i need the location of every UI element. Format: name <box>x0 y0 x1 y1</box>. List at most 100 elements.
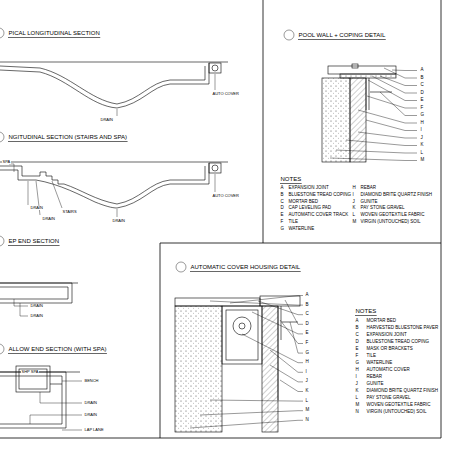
title-underline <box>8 245 60 246</box>
note-letter: G <box>280 227 285 232</box>
leader-line <box>252 312 303 334</box>
leader-line <box>384 68 417 78</box>
pool-shell <box>0 372 66 428</box>
cover-housing <box>226 310 258 360</box>
view-title: PICAL LONGITUDINAL SECTION <box>8 30 100 36</box>
callout-letter: D <box>420 91 424 96</box>
cover-roll <box>212 65 218 71</box>
title-marker <box>0 132 4 142</box>
bench-line <box>50 384 62 385</box>
callout-letter: L <box>305 399 309 404</box>
note-text: EXPANSION JOINT <box>366 333 407 338</box>
callout-letter: H <box>420 121 424 126</box>
leader-line <box>346 140 417 146</box>
note-text: MORTAR BED <box>288 200 319 205</box>
note-text: VIRGIN (UNTOUCHED) SOIL <box>360 220 421 225</box>
cover-roll <box>233 317 251 335</box>
note-text: AUTOMATIC COVER <box>366 368 410 373</box>
leader-line <box>367 96 417 108</box>
note-letter: I <box>352 193 354 198</box>
leader-line <box>117 109 118 116</box>
note-text: MORTAR BED <box>366 319 397 324</box>
pool-shell <box>0 287 68 299</box>
title-underline <box>8 141 128 142</box>
callout-letter: M <box>305 408 310 413</box>
leader-line <box>117 209 118 217</box>
leader-line <box>215 174 216 192</box>
part-label: AUTO COVER <box>212 194 239 198</box>
part-label: AUTO COVER <box>212 92 239 96</box>
part-label: DRAIN <box>84 401 97 405</box>
leader-line <box>14 299 28 306</box>
gunite-wall <box>262 306 278 432</box>
note-text: WATERLINE <box>288 227 315 232</box>
panel-divider <box>160 243 441 244</box>
note-text: REBAR <box>366 375 383 380</box>
callout-letter: I <box>420 128 422 133</box>
pool-shell <box>0 283 72 303</box>
part-label: DRAIN <box>84 413 97 417</box>
title-marker <box>0 28 4 38</box>
leader-line <box>270 365 303 382</box>
view-title: ALLOW END SECTION (WITH SPA) <box>8 346 107 352</box>
leader-line <box>62 381 82 382</box>
leader-line <box>290 322 303 353</box>
note-letter: L <box>355 396 359 401</box>
leader-line <box>40 392 82 403</box>
note-letter: A <box>280 186 284 191</box>
leader-line <box>28 181 29 205</box>
note-letter: K <box>352 206 356 211</box>
notes-heading: NOTES <box>280 176 302 182</box>
callout-letter: D <box>305 322 309 327</box>
leader-line <box>280 380 303 392</box>
note-letter: F <box>355 354 359 359</box>
callout-letter: K <box>420 143 424 148</box>
panel-divider <box>263 0 264 243</box>
note-letter: F <box>280 220 284 225</box>
leader-line <box>230 296 303 304</box>
title-underline <box>8 353 107 354</box>
note-letter: J <box>355 382 358 387</box>
leader-line <box>372 76 417 93</box>
view-title: AUTOMATIC COVER HOUSING DETAIL <box>190 264 301 270</box>
note-letter: C <box>280 200 284 205</box>
pool-shell <box>0 163 209 208</box>
leader-line <box>392 70 417 72</box>
cover-housing <box>209 163 221 173</box>
pool-shell <box>0 376 62 424</box>
leader-line <box>52 181 62 208</box>
callout-letter: B <box>305 303 309 308</box>
leader-line <box>190 420 303 428</box>
notes-heading: NOTES <box>355 308 377 314</box>
soil-fill <box>322 78 350 162</box>
callout-letter: K <box>305 389 309 394</box>
note-text: TILE <box>366 354 377 359</box>
note-letter: D <box>280 206 284 211</box>
note-text: WOVEN GEOTEXTILE FABRIC <box>360 213 425 218</box>
callout-letter: E <box>420 98 424 103</box>
note-letter: H <box>355 368 359 373</box>
note-text: EXPANSION JOINT <box>288 186 329 191</box>
note-text: TILE <box>288 220 299 225</box>
leader-line <box>210 400 303 401</box>
note-letter: M <box>355 403 360 408</box>
leader-line <box>285 300 303 324</box>
sheet-border <box>441 0 442 438</box>
callout-letter: A <box>420 68 424 73</box>
note-text: REBAR <box>360 186 377 191</box>
leader-line <box>280 320 303 344</box>
pool-shell <box>0 63 209 108</box>
title-marker <box>284 30 294 40</box>
title-underline <box>8 37 100 38</box>
deck-line <box>0 62 228 63</box>
leader-line <box>330 158 417 161</box>
spa-wall <box>16 366 50 392</box>
part-label: BENCH <box>84 379 99 383</box>
callout-letter: N <box>305 418 309 423</box>
title-marker <box>0 344 4 354</box>
leader-line <box>336 150 417 153</box>
callout-letter: C <box>420 83 424 88</box>
note-text: PAY STONE GRAVEL <box>366 396 411 401</box>
note-letter: A <box>355 319 359 324</box>
note-letter: N <box>355 410 359 415</box>
